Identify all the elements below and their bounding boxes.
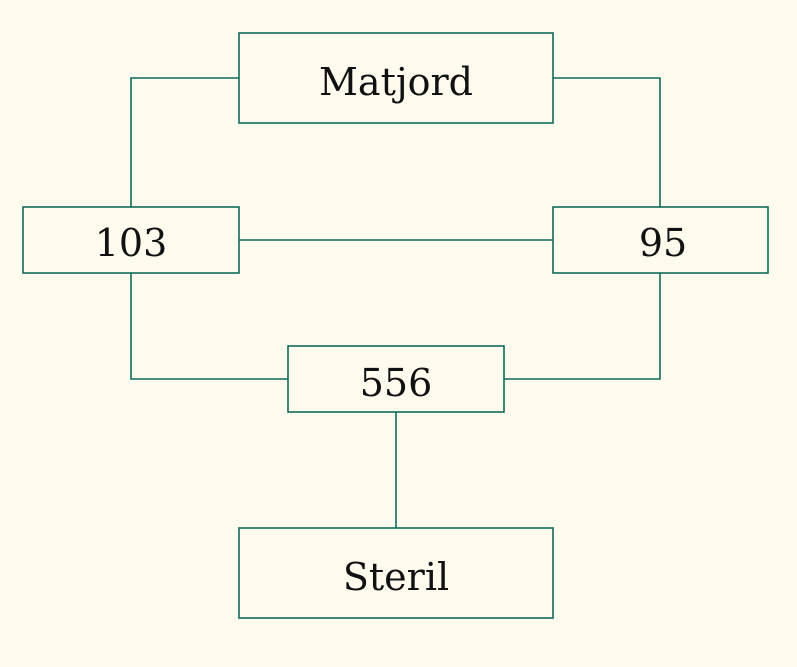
node-steril: Steril — [238, 527, 554, 619]
node-matjord-label: Matjord — [319, 60, 473, 104]
node-matjord-box — [238, 32, 554, 124]
node-103-box — [22, 206, 240, 274]
node-95: 95 — [552, 206, 769, 274]
node-103: 103 — [22, 206, 240, 274]
node-556-box — [287, 345, 505, 413]
node-103-label: 103 — [95, 221, 168, 265]
edge-matjord-103 — [130, 77, 239, 207]
node-556-label: 556 — [360, 361, 433, 405]
node-matjord: Matjord — [238, 32, 554, 124]
node-steril-label: Steril — [343, 555, 449, 599]
edge-103-556 — [130, 273, 288, 380]
node-95-label: 95 — [639, 221, 687, 265]
node-556: 556 — [287, 345, 505, 413]
node-steril-box — [238, 527, 554, 619]
node-95-box — [552, 206, 769, 274]
edge-matjord-95 — [553, 77, 661, 207]
edge-95-556 — [504, 273, 661, 380]
